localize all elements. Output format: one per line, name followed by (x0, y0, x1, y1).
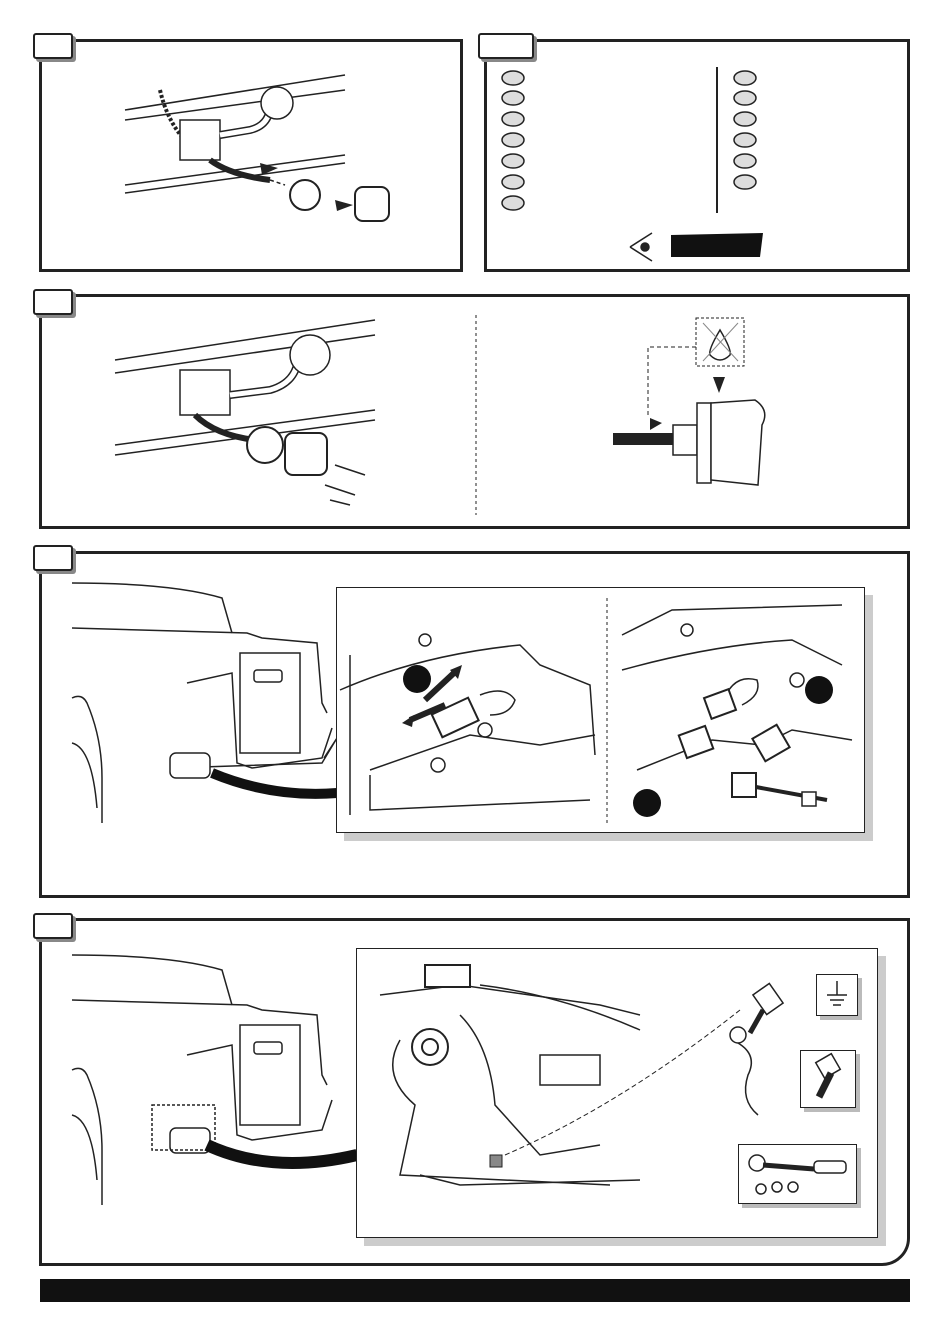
ground-point-illustration (360, 955, 660, 1230)
wire-color-right-3 (734, 112, 756, 126)
step-4-tab (33, 545, 73, 571)
towbar-exploded-illustration (120, 65, 420, 255)
step-5-tab (33, 913, 73, 939)
wire-colour-list (495, 65, 775, 265)
socket-plate-icon (290, 180, 320, 210)
bolt-icon (801, 1051, 855, 1107)
plug-1 (704, 689, 736, 719)
footer-bar (40, 1279, 910, 1302)
bolt-symbol-box (800, 1050, 856, 1108)
socket-icon (355, 187, 389, 221)
callout-a (403, 665, 431, 693)
connector-separate-illustration (340, 595, 602, 825)
step-3-tab (33, 289, 73, 315)
wire-color-left-4 (502, 133, 524, 147)
wire-color-right-1 (734, 71, 756, 85)
wire-color-right-2 (734, 91, 756, 105)
plug-4 (732, 773, 756, 797)
plug-marker (802, 792, 816, 806)
wire-color-left-6 (502, 175, 524, 189)
wire-color-left-3 (502, 112, 524, 126)
ratchet-icon (739, 1145, 856, 1203)
wire-color-right-4 (734, 133, 756, 147)
connector-dashed-divider (606, 598, 608, 826)
wire-color-right-5 (734, 154, 756, 168)
step-2-tab (478, 33, 534, 59)
ground-cable-illustration (718, 975, 808, 1125)
tool-symbol-box (738, 1144, 857, 1204)
eye-icon (630, 233, 652, 261)
socket-icon (285, 433, 327, 475)
callout-c (633, 789, 661, 817)
connector-harness-illustration (612, 595, 857, 825)
towbar-socket-mount-illustration (110, 315, 390, 515)
wire-color-left-7 (502, 196, 524, 210)
ground-point-marker (490, 1155, 502, 1167)
pickup-rear-view-illustration (72, 578, 342, 828)
check-label-bar (671, 233, 763, 257)
panel-divider (475, 315, 477, 515)
ground-icon (817, 975, 857, 1015)
pickup-rear-ground-view-illustration (72, 950, 362, 1210)
callout-b (805, 676, 833, 704)
harness-connector (425, 965, 470, 987)
wire-color-left-1 (502, 71, 524, 85)
wire-color-left-2 (502, 91, 524, 105)
drop-icon (696, 318, 744, 366)
ground-symbol-box (816, 974, 858, 1016)
wire-color-right-6 (734, 175, 756, 189)
socket-plate-icon (247, 427, 283, 463)
socket-seal-detail (610, 315, 790, 505)
plug-2 (752, 725, 789, 762)
step-1-tab (33, 33, 73, 59)
wire-color-left-5 (502, 154, 524, 168)
plug-3 (679, 726, 714, 758)
